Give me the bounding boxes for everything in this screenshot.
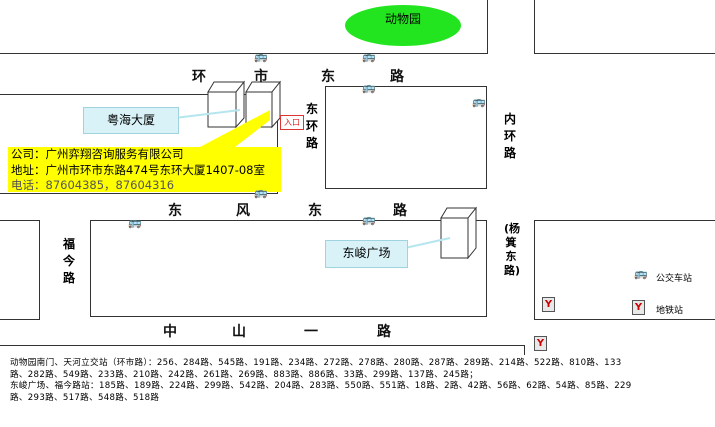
- bus-icon: 🚌: [128, 216, 142, 229]
- route-line: 动物园南门、天河立交站（环市路）：256、284路、545路、191路、234路…: [10, 358, 622, 368]
- road-dongfeng-1: 东: [168, 203, 182, 219]
- dongjun-label: 东峻广场: [342, 246, 391, 260]
- block-south-center: [90, 220, 487, 317]
- road-huanshi-4: 路: [390, 69, 404, 85]
- yuehai-label: 粤海大厦: [106, 113, 155, 127]
- dongjun-pointer: [404, 237, 451, 249]
- legend-subway-icon: Y: [632, 300, 645, 315]
- route-line: 路、282路、549路、233路、210路、242路、261路、269路、883…: [10, 369, 479, 380]
- subway-icon: Y: [542, 297, 555, 312]
- road-zhongshan-2: 山: [232, 324, 246, 340]
- company-info: 公司：广州弈翔咨询服务有限公司 地址：广州市环市东路474号东环大厦1407-0…: [8, 147, 281, 192]
- road-huanshi-3: 东: [321, 69, 335, 85]
- block-south-east: [534, 220, 715, 320]
- company-address: 地址：广州市环市东路474号东环大厦1407-08室: [11, 162, 265, 177]
- road-dongfeng-3: 东: [308, 203, 322, 219]
- yuehai-pointer: [174, 109, 241, 119]
- building-dongjun: [440, 206, 478, 260]
- road-dongfeng-2: 风: [236, 203, 250, 219]
- bus-icon: 🚌: [254, 186, 268, 199]
- road-zhongshan-4: 路: [377, 324, 391, 340]
- block-north-east: [534, 0, 715, 54]
- route-line: 东峻广场、福今路站：185路、189路、224路、299路、542路、204路、…: [10, 381, 632, 392]
- road-donghuan: 东环路: [305, 102, 318, 150]
- road-yangji-east: (杨箕东路): [504, 222, 521, 277]
- subway-icon: Y: [534, 336, 547, 351]
- zoo-label: 动物园: [384, 12, 421, 26]
- block-center: [325, 86, 487, 189]
- block-bottom-west: [0, 345, 525, 355]
- route-line: 路、293路、517路、548路、518路: [10, 392, 160, 403]
- company-phone: 电话：87604385，87604316: [11, 178, 175, 192]
- legend-subway-label: 地铁站: [656, 306, 684, 316]
- bus-icon: 🚌: [362, 50, 376, 63]
- road-dongfeng-4: 路: [393, 203, 407, 219]
- road-zhongshan-3: 一: [304, 324, 318, 340]
- yuehai-callout: 粤海大厦: [83, 107, 179, 134]
- block-south-west: [0, 220, 40, 320]
- entrance-label: 入口: [280, 115, 304, 130]
- dongjun-callout: 东峻广场: [325, 240, 408, 268]
- road-huanshi-1: 环: [192, 69, 206, 85]
- road-zhongshan-1: 中: [163, 324, 177, 340]
- building-yuehai-1: [207, 80, 246, 129]
- bus-icon: 🚌: [362, 81, 376, 94]
- legend-bus-label: 公交车站: [656, 274, 693, 284]
- info-pointer: [200, 110, 270, 147]
- bus-icon: 🚌: [472, 95, 486, 108]
- road-fujin: 福今路: [62, 237, 75, 285]
- bus-routes: 动物园南门、天河立交站（环市路）：256、284路、545路、191路、234路…: [10, 358, 710, 404]
- bus-icon: 🚌: [254, 50, 268, 63]
- company-name: 公司：广州弈翔咨询服务有限公司: [11, 147, 184, 161]
- legend-bus-icon: 🚌: [634, 267, 648, 280]
- bus-icon: 🚌: [362, 213, 376, 226]
- road-neihuan: 内环路: [503, 112, 516, 160]
- road-huanshi-2: 市: [254, 69, 268, 85]
- zoo: 动物园: [345, 5, 461, 46]
